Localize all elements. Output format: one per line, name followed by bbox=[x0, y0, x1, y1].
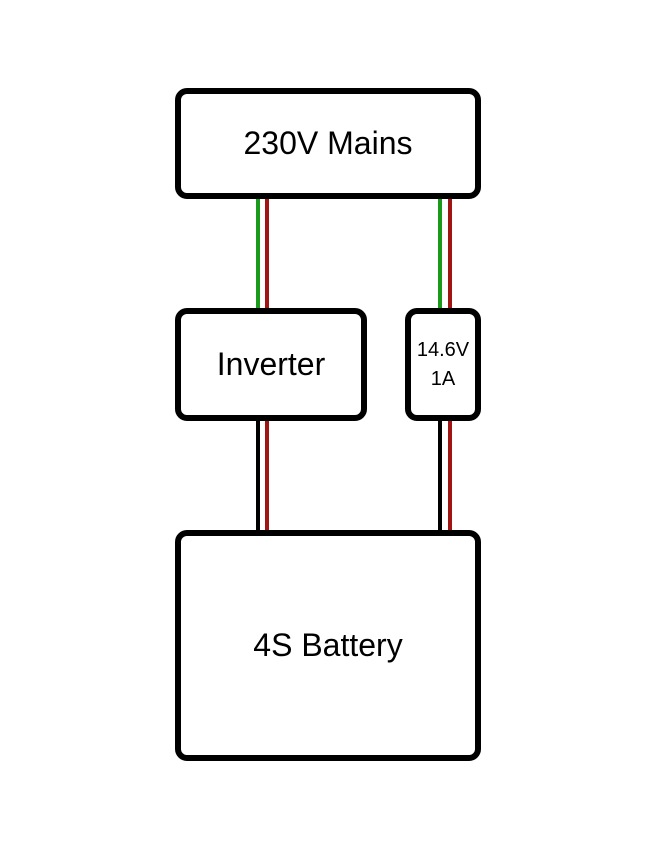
mains-supply-label: 230V Mains bbox=[243, 125, 413, 162]
inverter-block: Inverter bbox=[175, 308, 367, 421]
wire-pair-charger-battery bbox=[438, 421, 452, 530]
battery-label: 4S Battery bbox=[253, 627, 403, 664]
wire-pair-mains-charger bbox=[438, 199, 452, 308]
charger-block: 14.6V 1A bbox=[405, 308, 481, 421]
inverter-label: Inverter bbox=[216, 346, 326, 383]
charger-voltage-label: 14.6V bbox=[416, 338, 470, 361]
wire-pair-inverter-battery bbox=[256, 421, 269, 530]
mains-supply-block: 230V Mains bbox=[175, 88, 481, 199]
battery-block: 4S Battery bbox=[175, 530, 481, 761]
wire-pair-mains-inverter bbox=[256, 199, 269, 308]
charger-current-label: 1A bbox=[430, 367, 456, 390]
